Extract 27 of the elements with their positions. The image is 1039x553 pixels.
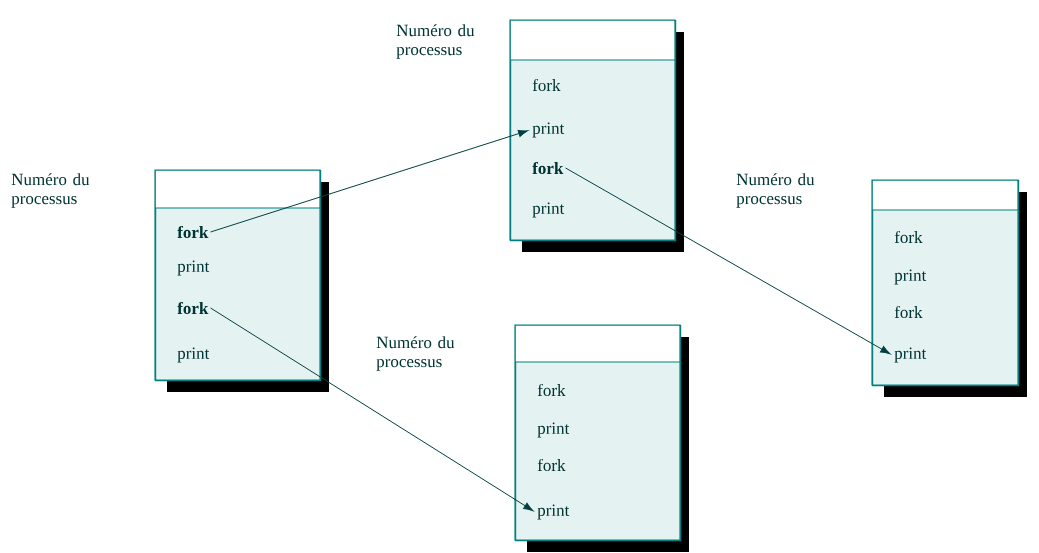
process-box xyxy=(514,324,689,552)
instruction-text: print xyxy=(532,202,565,218)
arrow xyxy=(565,167,891,355)
heading-label: Numéro du processus xyxy=(376,336,455,371)
instruction-text: print xyxy=(177,347,210,363)
instruction-text: print xyxy=(537,504,570,520)
instruction-text: fork xyxy=(537,383,566,397)
instruction-text: fork xyxy=(532,78,561,92)
instruction-text: fork xyxy=(894,230,923,244)
instruction-text: print xyxy=(894,269,927,285)
instruction-text: print xyxy=(894,347,927,363)
instruction-text: print xyxy=(177,260,210,276)
process-box xyxy=(509,19,684,252)
instruction-text: fork xyxy=(537,458,566,472)
heading-label: Numéro du processus xyxy=(11,173,90,208)
instruction-text: print xyxy=(532,122,565,138)
instruction-text: fork xyxy=(894,305,923,319)
instruction-text: fork xyxy=(177,301,209,315)
instruction-text: fork xyxy=(177,225,209,239)
arrow xyxy=(210,129,529,233)
instruction-text: print xyxy=(537,422,570,438)
process-box xyxy=(154,169,329,392)
instruction-text: fork xyxy=(532,161,564,175)
arrow xyxy=(210,307,534,512)
heading-label: Numéro du processus xyxy=(736,173,815,208)
process-box xyxy=(871,179,1027,397)
heading-label: Numéro du processus xyxy=(396,24,475,59)
